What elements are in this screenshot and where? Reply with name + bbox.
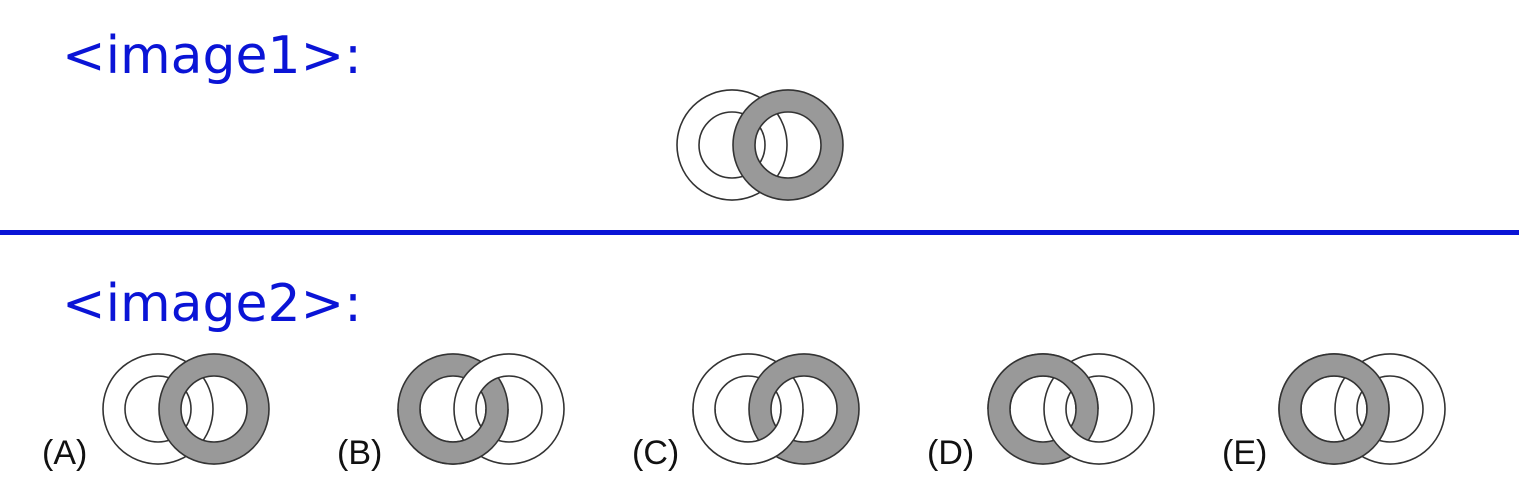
right-ring [158,353,270,465]
option-a-rings [102,353,270,465]
options-image-label: <image2>: [62,274,362,334]
option-d-rings [987,353,1155,465]
left-ring-over-top [987,353,1099,409]
left-ring-over-bottom [692,409,804,465]
question-rings-figure [676,89,844,201]
right-ring [732,89,844,201]
section-divider [0,230,1519,235]
option-d-label: (D) [927,434,975,472]
option-e-rings [1278,353,1446,465]
option-a-label: (A) [42,434,88,472]
left-ring-over-top [1278,353,1390,409]
left-ring-over-bottom [397,409,509,465]
option-c-label: (C) [632,434,680,472]
option-b-rings [397,353,565,465]
option-c-rings [692,353,860,465]
left-ring-over-bottom [1278,409,1390,465]
question-image-label: <image1>: [62,26,362,86]
option-e-label: (E) [1222,434,1268,472]
option-b-label: (B) [337,434,383,472]
